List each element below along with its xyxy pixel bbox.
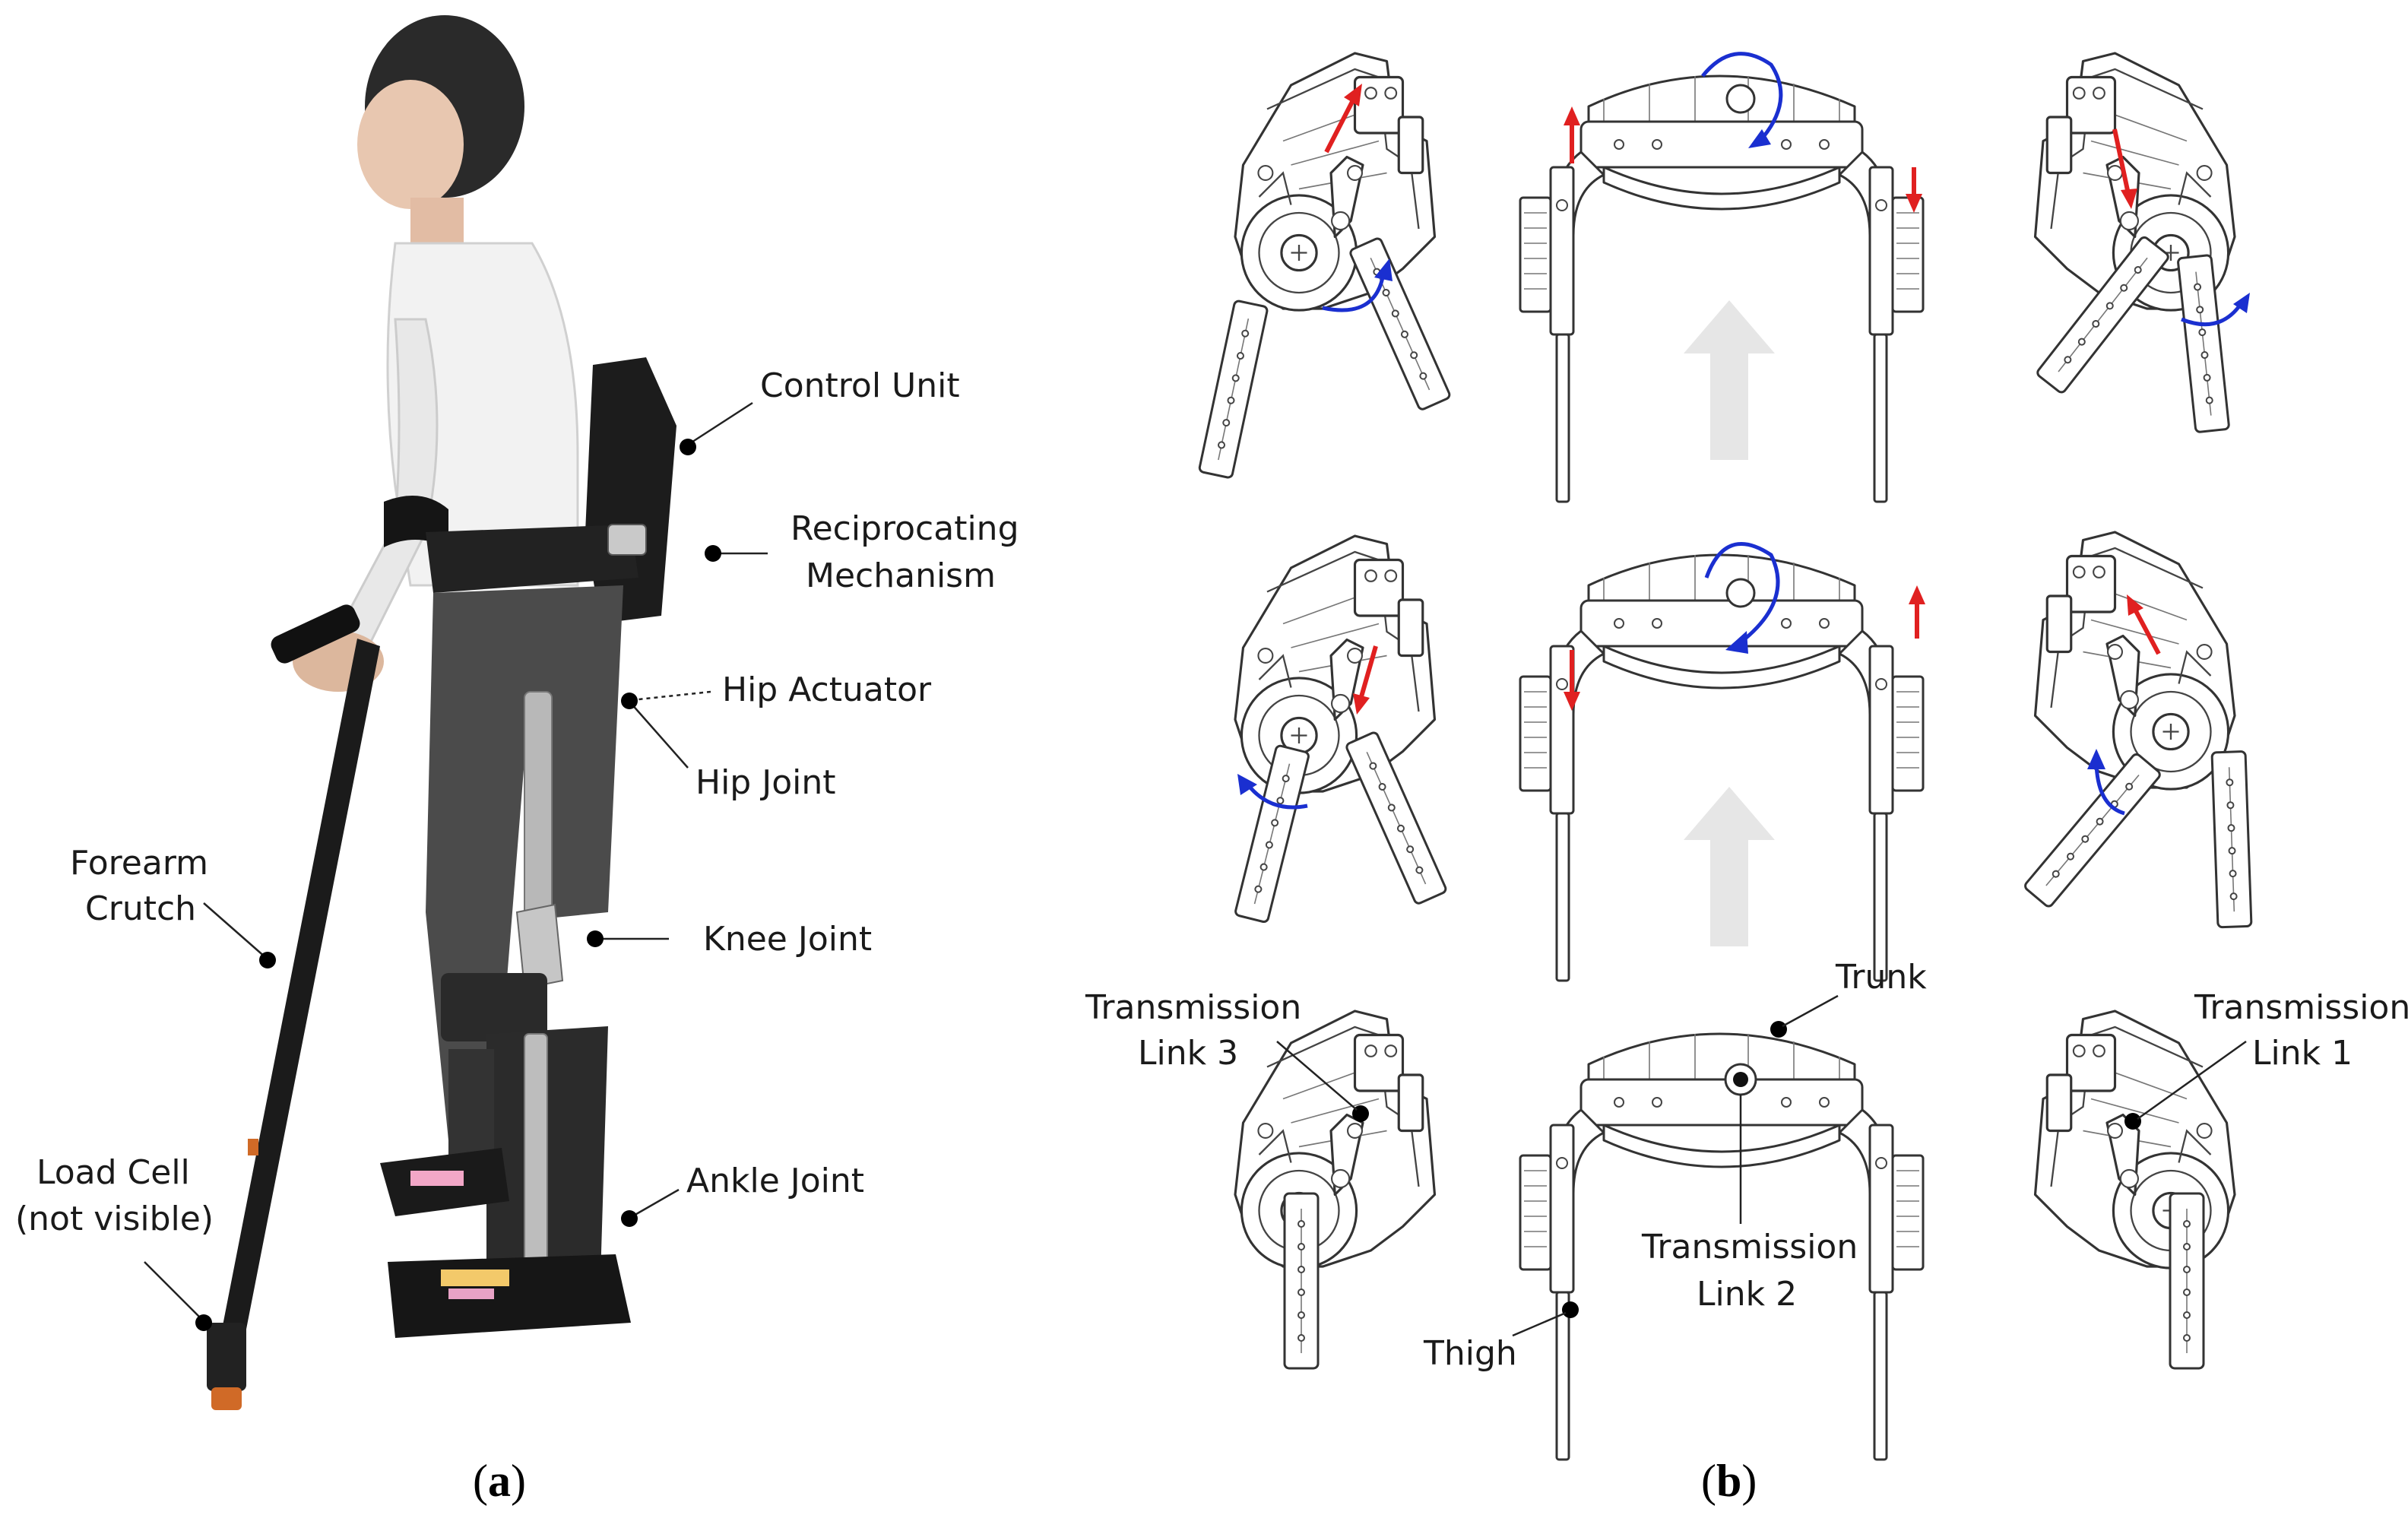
tl3-text-line2: Link 3 — [1138, 1034, 1238, 1073]
side-view-left-row3 — [1234, 1010, 1437, 1370]
label-hip-joint: Hip Joint — [621, 693, 836, 802]
hip-actuator-text: Hip Actuator — [722, 670, 932, 709]
caption-a: (a) — [473, 1456, 526, 1506]
tl2-text-line1: Transmission — [1641, 1228, 1858, 1266]
label-transmission-link-3: Transmission Link 3 — [1085, 988, 1358, 1111]
side-view-right-row1 — [2033, 52, 2250, 434]
side-view-left-row2 — [1233, 534, 1449, 924]
label-forearm-crutch: Forearm Crutch — [70, 844, 276, 968]
tl2-text-line2: Link 2 — [1697, 1275, 1797, 1314]
label-knee-joint: Knee Joint — [587, 920, 872, 959]
label-ankle-joint: Ankle Joint — [621, 1162, 864, 1227]
photo-exoskeleton-user — [207, 15, 676, 1410]
thigh-text: Thigh — [1423, 1334, 1517, 1373]
label-load-cell: Load Cell (not visible) — [15, 1153, 214, 1331]
label-hip-actuator: Hip Actuator — [638, 670, 932, 709]
front-view-row2 — [1519, 542, 1925, 982]
tl1-text-line1: Transmission — [2194, 988, 2408, 1027]
label-thigh: Thigh — [1423, 1311, 1567, 1373]
label-transmission-link-2: Transmission Link 2 — [1641, 1095, 1858, 1314]
reciprocating-text-line2: Mechanism — [806, 556, 996, 595]
load-cell-text-line1: Load Cell — [36, 1153, 190, 1192]
progress-arrow-lower — [1684, 787, 1775, 946]
control-unit-text: Control Unit — [760, 366, 960, 405]
knee-joint-text: Knee Joint — [703, 920, 872, 959]
hip-joint-text: Hip Joint — [695, 763, 836, 802]
label-control-unit: Control Unit — [680, 366, 960, 455]
label-transmission-link-1: Transmission Link 1 — [2137, 988, 2408, 1121]
tl3-text-line1: Transmission — [1085, 988, 1301, 1027]
side-view-right-row2 — [2022, 531, 2253, 929]
forearm-text-line2: Crutch — [85, 889, 196, 928]
ankle-joint-text: Ankle Joint — [686, 1162, 864, 1200]
label-trunk: Trunk — [1782, 958, 1927, 1028]
progress-arrow-upper — [1684, 300, 1775, 460]
side-view-left-row1 — [1197, 52, 1453, 480]
front-view-row1 — [1519, 52, 1925, 503]
reciprocating-text-line1: Reciprocating — [791, 509, 1019, 548]
tl1-text-line2: Link 1 — [2252, 1034, 2353, 1073]
forearm-text-line1: Forearm — [70, 844, 208, 883]
panel-b-diagram — [1197, 52, 2253, 1461]
load-cell-text-line2: (not visible) — [15, 1200, 214, 1238]
label-reciprocating-mechanism: Reciprocating Mechanism — [705, 509, 1019, 595]
side-view-right-row3 — [2033, 1010, 2236, 1370]
trunk-text: Trunk — [1835, 958, 1927, 997]
caption-b: (b) — [1701, 1456, 1757, 1506]
